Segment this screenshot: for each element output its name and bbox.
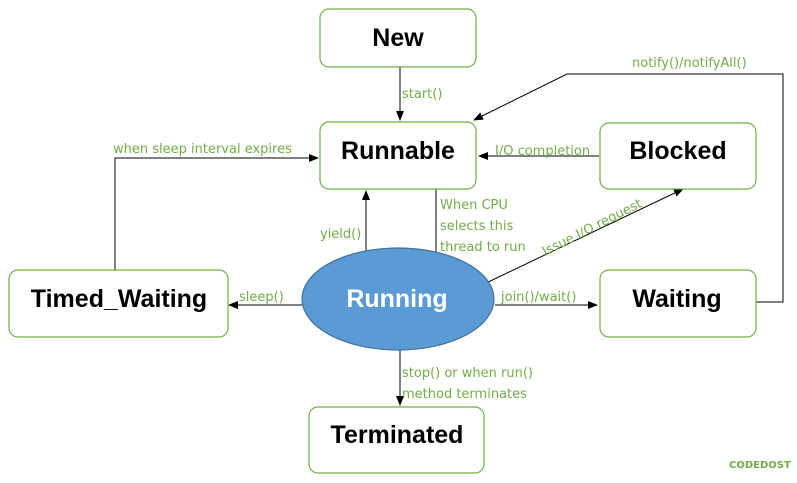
label-issue-io: Issue I/O request <box>540 196 645 259</box>
label-sleep-expires: when sleep interval expires <box>113 142 292 157</box>
node-runnable: Runnable <box>319 121 477 190</box>
node-new: New <box>319 8 477 68</box>
label-notify: notify()/notifyAll() <box>632 56 747 71</box>
label-when-cpu-line1: When CPU <box>440 198 508 213</box>
node-running-label: Running <box>346 285 447 313</box>
label-yield: yield() <box>320 227 361 242</box>
label-join-wait: join()/wait() <box>500 290 576 305</box>
label-io-completion: I/O completion <box>495 144 590 159</box>
node-waiting-label: Waiting <box>632 285 721 313</box>
edge-waiting-to-runnable <box>473 73 784 303</box>
node-runnable-label: Runnable <box>341 137 455 165</box>
edge-timed-waiting-to-runnable <box>114 154 319 270</box>
label-when-cpu-line2: selects this <box>440 219 513 234</box>
label-start: start() <box>402 87 442 102</box>
node-blocked: Blocked <box>599 122 757 190</box>
node-timed-waiting-label: Timed_Waiting <box>31 285 207 313</box>
edge-running-to-blocked <box>483 188 684 285</box>
brand-logo: CODEDOST <box>729 460 791 471</box>
label-when-cpu-line3: thread to run <box>440 240 526 255</box>
node-blocked-label: Blocked <box>629 137 726 165</box>
label-sleep: sleep() <box>239 290 284 305</box>
label-stop-line1: stop() or when run() <box>402 366 533 381</box>
node-terminated-label: Terminated <box>331 421 464 449</box>
label-stop-line2: method terminates <box>402 387 527 402</box>
node-waiting: Waiting <box>599 269 757 338</box>
node-terminated: Terminated <box>308 406 485 474</box>
node-timed-waiting: Timed_Waiting <box>8 269 229 338</box>
node-new-label: New <box>372 24 424 52</box>
node-running: Running <box>301 247 495 351</box>
